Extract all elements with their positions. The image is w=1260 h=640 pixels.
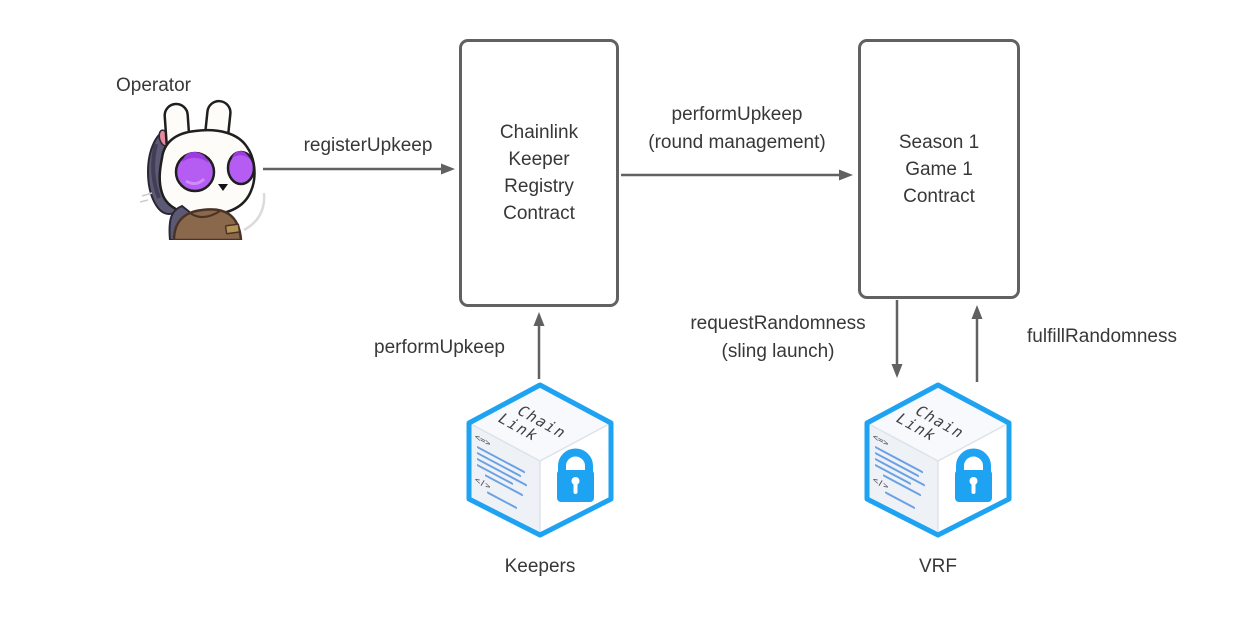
operator-left-eye — [174, 151, 216, 193]
perform-upkeep-keepers-label: performUpkeep — [374, 337, 505, 358]
request-randomness-arrowhead — [891, 364, 903, 378]
keeper-registry-line: Keeper — [508, 149, 570, 170]
operator-collar — [189, 210, 221, 218]
cube-inner-edges — [866, 422, 1010, 535]
perform-upkeep-arrowhead — [839, 169, 853, 181]
keeper-registry-line: Chainlink — [499, 122, 579, 143]
operator-nose — [218, 184, 228, 191]
season-game-line: Season 1 — [898, 131, 980, 153]
operator-right-eye — [226, 150, 256, 186]
cube-outline — [466, 382, 614, 538]
request-randomness-label-line2: (sling launch) — [721, 341, 835, 362]
operator-sketch-marks — [140, 192, 153, 203]
code-line-extra — [884, 491, 916, 509]
operator-left-eye-glint — [185, 177, 206, 186]
perform-upkeep-round-label-line2: (round management) — [648, 132, 826, 153]
keepers-up-arrowhead — [533, 312, 545, 326]
vrf-label: VRF — [919, 556, 957, 577]
lock-icon — [557, 448, 594, 502]
perform-upkeep-round-label: performUpkeep (round management) — [625, 101, 849, 157]
code-lines — [874, 446, 926, 497]
lock-icon — [955, 448, 992, 502]
perform-upkeep-round-label-line1: performUpkeep — [671, 104, 803, 125]
operator-label: Operator — [116, 75, 191, 96]
operator-swoosh — [243, 192, 266, 232]
operator-left-eye-shade — [182, 152, 209, 163]
code-lines — [476, 446, 528, 497]
register-upkeep-label: registerUpkeep — [303, 135, 433, 156]
operator-badge — [224, 223, 241, 235]
operator-hood-fold — [151, 143, 161, 199]
season-game-line: Contract — [903, 185, 975, 207]
fulfill-randomness-arrowhead — [971, 305, 983, 319]
keeper-registry-contract-box: Chainlink Keeper Registry Contract — [459, 39, 619, 307]
chainlink-vrf-cube-icon: Chain Link <=> </> — [864, 382, 1012, 538]
operator-right-eye-shade — [232, 151, 250, 159]
request-randomness-label: requestRandomness (sling launch) — [668, 310, 888, 366]
keepers-label: Keepers — [504, 556, 576, 577]
code-line-extra — [486, 491, 518, 509]
operator-avatar — [140, 99, 266, 240]
fulfill-randomness-label: fulfillRandomness — [1027, 326, 1177, 347]
cube-outline — [864, 382, 1012, 538]
cube-inner-edges — [468, 422, 612, 535]
season-game-contract-box: Season 1 Game 1 Contract — [858, 39, 1020, 299]
request-randomness-label-line1: requestRandomness — [690, 313, 866, 334]
register-upkeep-arrowhead — [441, 163, 455, 175]
keeper-registry-line: Contract — [503, 203, 575, 224]
chainlink-keepers-cube-icon: Chain Link <=> </> — [466, 382, 614, 538]
keeper-registry-line: Registry — [504, 176, 574, 197]
season-game-line: Game 1 — [905, 158, 973, 180]
